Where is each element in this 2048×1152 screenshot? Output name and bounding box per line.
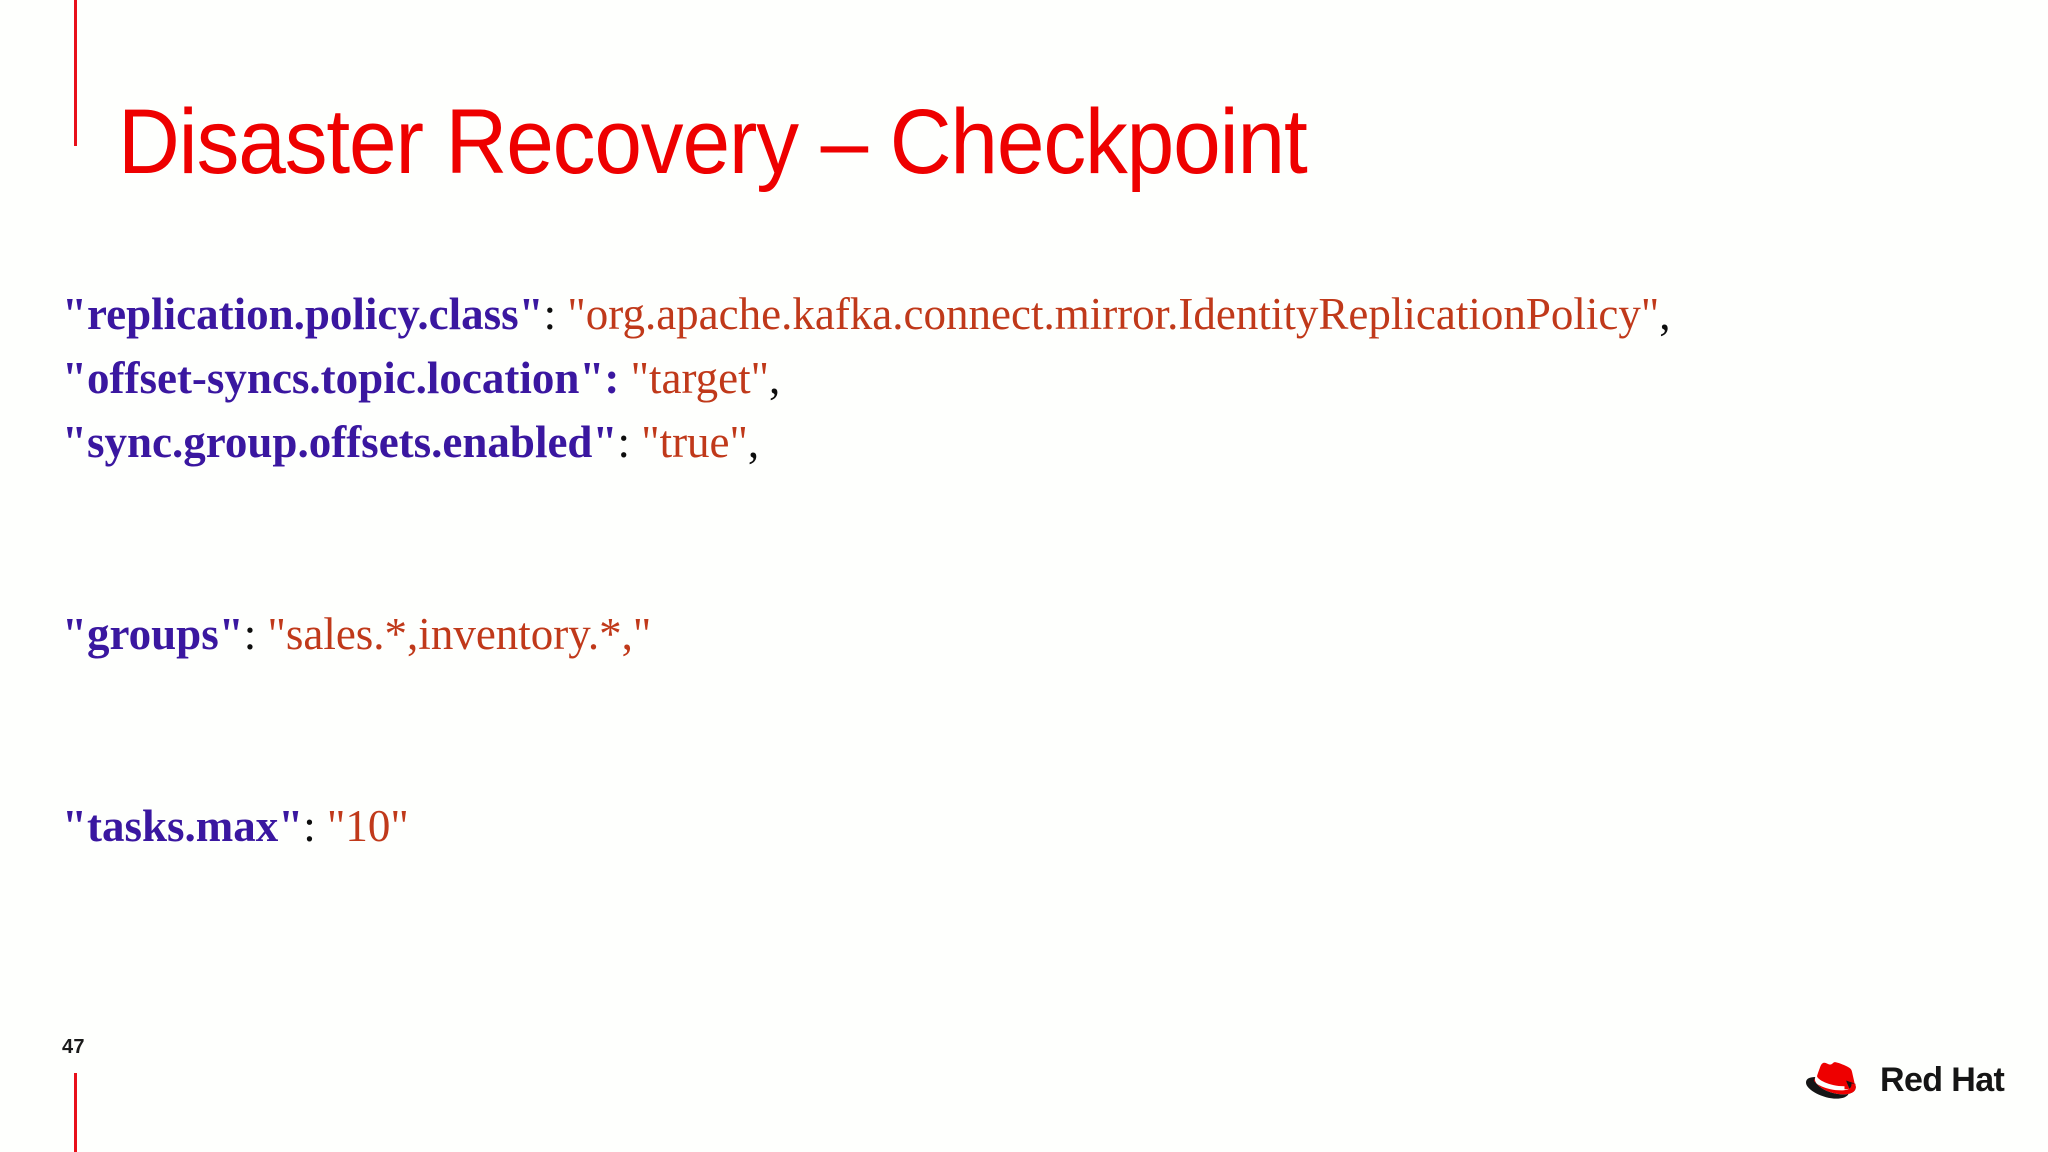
config-trailing-comma: ,	[1659, 289, 1671, 339]
footer-accent-bar	[74, 1073, 77, 1152]
config-line: "offset-syncs.topic.location": "target",	[62, 346, 2022, 410]
config-value: "10"	[327, 801, 409, 851]
config-separator: :	[543, 289, 557, 339]
red-hat-logo: Red Hat	[1806, 1052, 2006, 1108]
slide-number: 47	[62, 1036, 85, 1058]
config-key: "tasks.max"	[62, 801, 304, 851]
config-separator: :	[303, 801, 316, 851]
config-separator: :	[604, 353, 620, 403]
config-blank-line	[62, 666, 2022, 730]
config-value: "true"	[641, 417, 748, 467]
config-separator: :	[243, 609, 257, 659]
config-trailing-comma: ,	[747, 417, 760, 467]
config-key: "replication.policy.class"	[62, 289, 544, 339]
config-blank-line	[62, 730, 2022, 794]
config-separator: :	[617, 417, 630, 467]
red-hat-wordmark: Red Hat	[1880, 1061, 2005, 1099]
config-blank-line	[62, 538, 2022, 602]
config-code-block: "replication.policy.class": "org.apache.…	[62, 282, 2022, 858]
config-line: "tasks.max": "10"	[62, 794, 2022, 858]
config-line: "groups": "sales.*,inventory.*,"	[62, 602, 2022, 666]
config-value: "target"	[630, 353, 770, 403]
config-trailing-comma: ,	[769, 353, 781, 403]
config-line: "sync.group.offsets.enabled": "true",	[62, 410, 2022, 474]
red-hat-fedora-icon	[1806, 1057, 1868, 1103]
config-key: "sync.group.offsets.enabled"	[62, 417, 618, 467]
title-accent-bar	[74, 0, 77, 146]
config-key: "offset-syncs.topic.location"	[62, 353, 605, 403]
config-line: "replication.policy.class": "org.apache.…	[62, 282, 2022, 346]
page-title: Disaster Recovery – Checkpoint	[118, 90, 1308, 193]
config-key: "groups"	[62, 609, 244, 659]
config-blank-line	[62, 474, 2022, 538]
config-value: "org.apache.kafka.connect.mirror.Identit…	[567, 289, 1660, 339]
config-value: "sales.*,inventory.*,"	[267, 609, 652, 659]
